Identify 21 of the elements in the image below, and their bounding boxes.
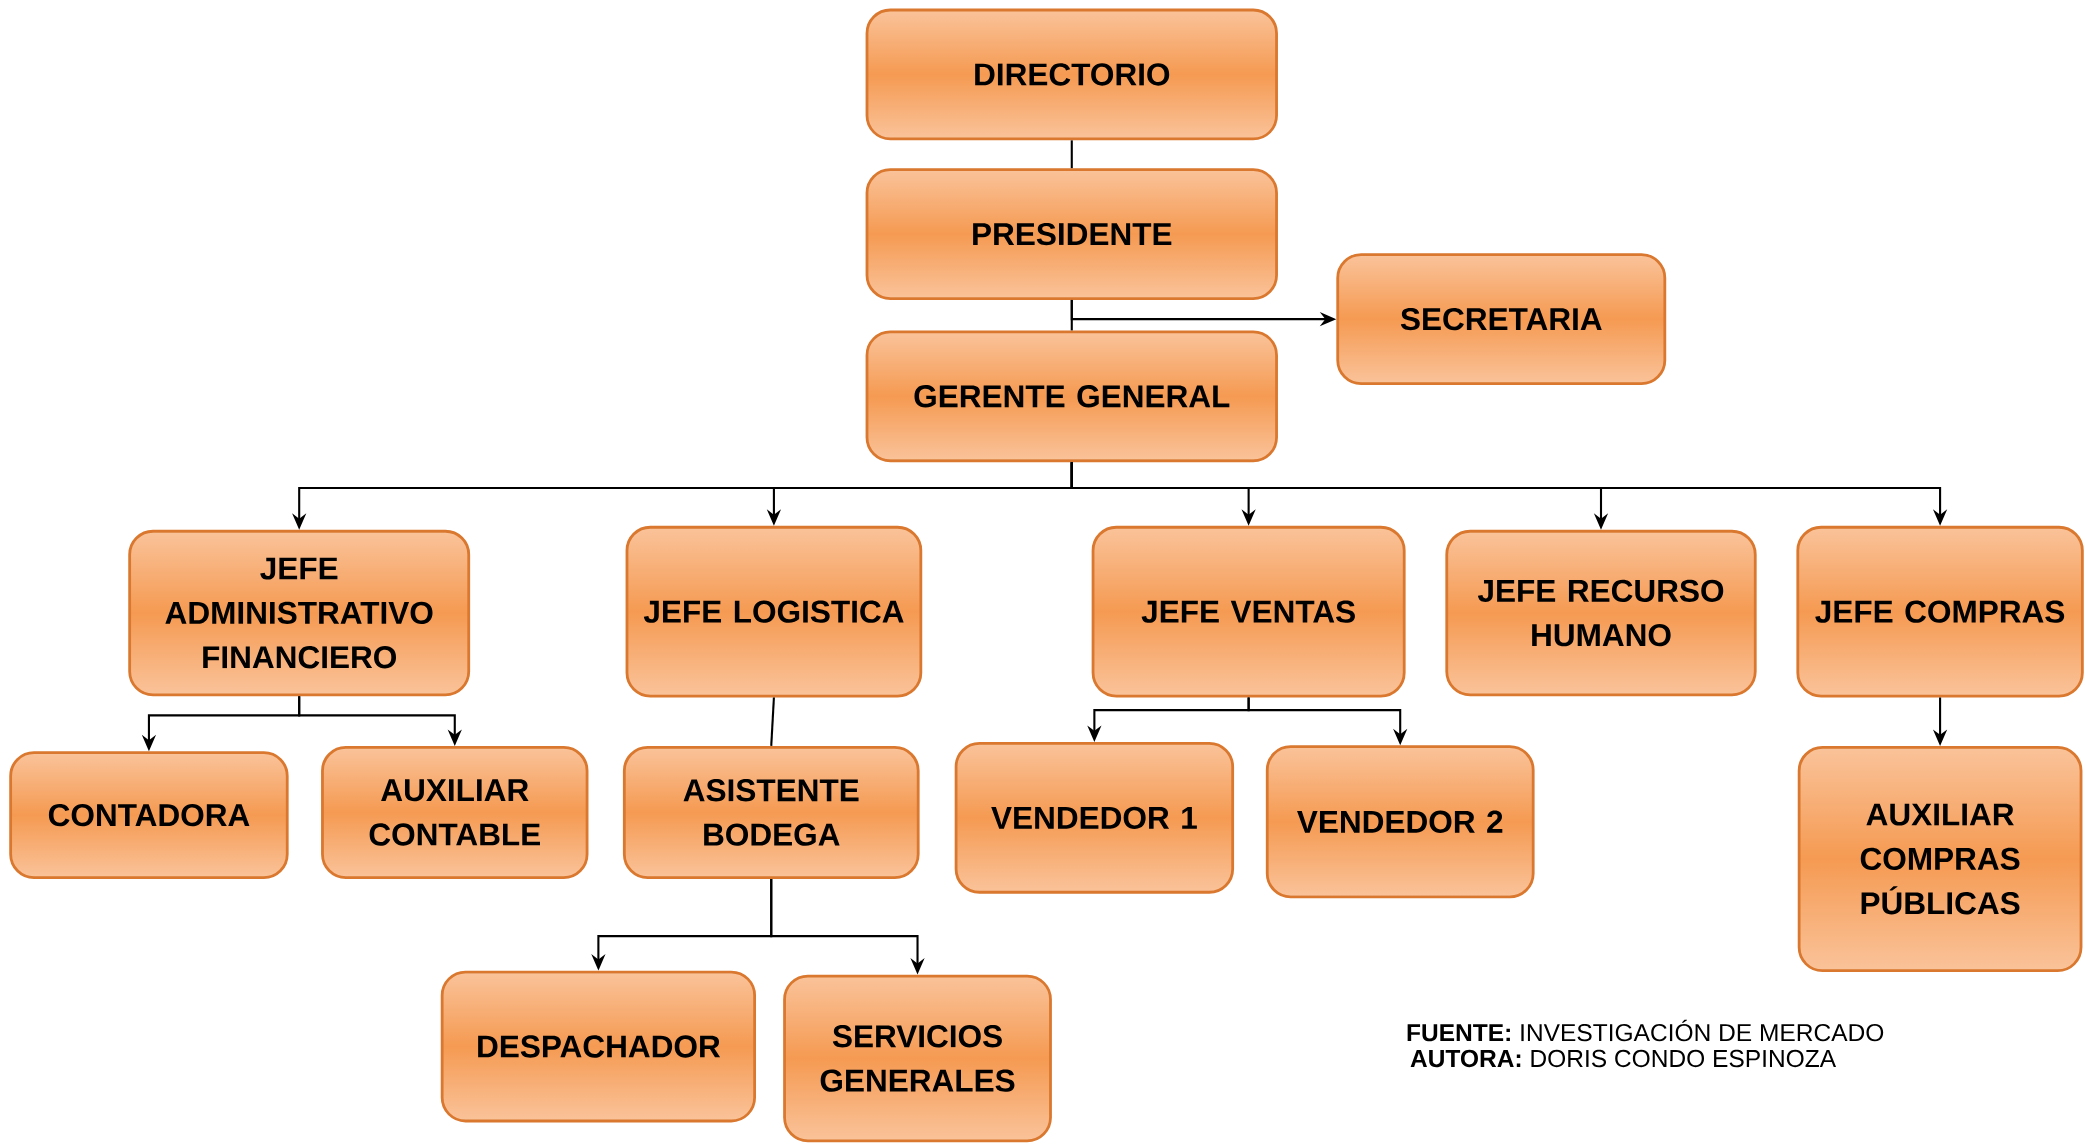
connector: [1070, 140, 1073, 169]
org-box: CONTADORA: [9, 751, 289, 880]
org-box: VENDEDOR 1: [954, 742, 1235, 894]
org-box: PRESIDENTE: [865, 168, 1278, 301]
org-box: JEFE RECURSO HUMANO: [1445, 530, 1757, 697]
org-box: AUXILIAR COMPRAS PÚBLICAS: [1797, 746, 2083, 973]
org-box: VENDEDOR 2: [1265, 745, 1535, 899]
org-box: JEFE ADMINISTRATIVO FINANCIERO: [128, 530, 471, 697]
org-box: DIRECTORIO: [865, 8, 1278, 141]
source-note: AUTORA: DORIS CONDO ESPINOZA: [1410, 1050, 1837, 1068]
org-box: SERVICIOS GENERALES: [783, 974, 1052, 1143]
org-box: AUXILIAR CONTABLE: [321, 746, 589, 880]
org-box: JEFE COMPRAS: [1796, 526, 2084, 698]
org-box: ASISTENTE BODEGA: [622, 746, 920, 880]
org-box: JEFE VENTAS: [1091, 526, 1406, 698]
source-note: FUENTE: INVESTIGACIÓN DE MERCADO: [1407, 1020, 1884, 1042]
org-box: SECRETARIA: [1336, 253, 1667, 386]
org-box: JEFE LOGISTICA: [625, 526, 923, 698]
org-box: DESPACHADOR: [440, 970, 757, 1123]
connector: [770, 697, 775, 747]
org-box: GERENTE GENERAL: [865, 330, 1278, 463]
